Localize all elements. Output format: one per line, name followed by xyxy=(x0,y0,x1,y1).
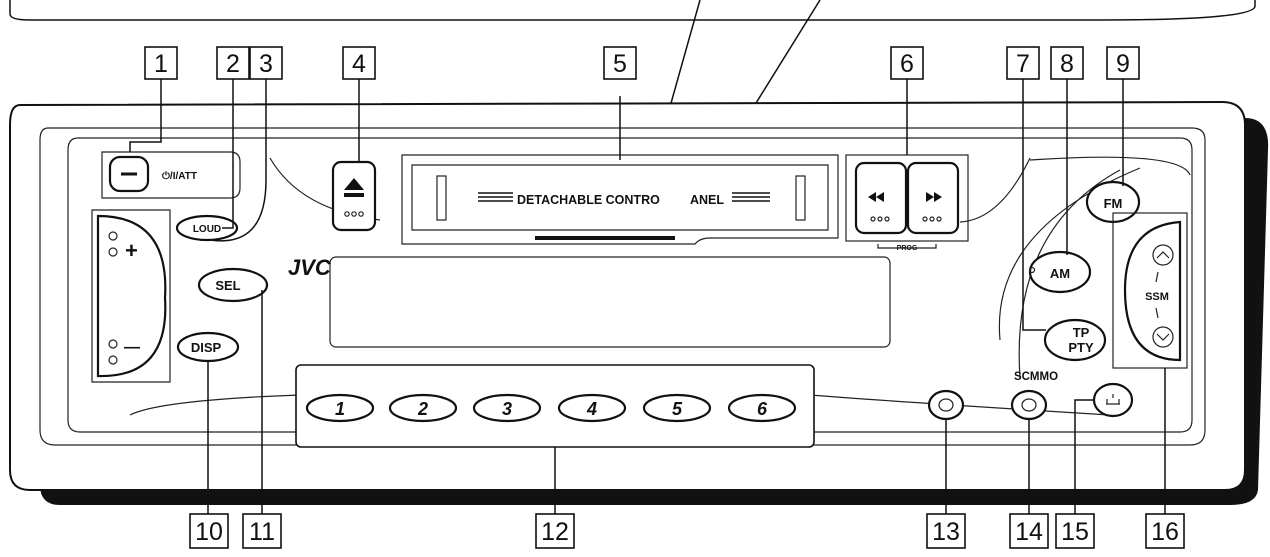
volume-frame xyxy=(91,209,171,383)
callout-8: 8 xyxy=(1060,50,1074,78)
callout-5: 5 xyxy=(613,50,627,78)
preset-button-6[interactable] xyxy=(727,393,797,423)
detachable-panel-inner xyxy=(411,164,829,231)
detachable-panel-frame xyxy=(401,154,839,245)
ssm-label: SSM xyxy=(1145,291,1169,303)
callout-6: 6 xyxy=(900,50,914,78)
callout-4: 4 xyxy=(352,50,366,78)
preset-button-5[interactable] xyxy=(642,393,712,423)
power-att-label: ⏻/I/ATT xyxy=(162,170,197,182)
faceplate-inner xyxy=(67,137,1193,433)
brand-logo: JVC xyxy=(288,255,332,280)
disp-label: DISP xyxy=(191,340,222,355)
callout-4-box xyxy=(342,46,376,80)
scm-mo-button[interactable] xyxy=(1010,389,1048,421)
prog-label: PROG xyxy=(897,245,918,252)
tp-pty-button[interactable] xyxy=(1043,318,1107,362)
cassette-slot xyxy=(535,236,675,240)
callout-9: 9 xyxy=(1116,50,1130,78)
top-frame-line xyxy=(9,0,1256,21)
button-13[interactable] xyxy=(927,389,965,421)
sel-label: SEL xyxy=(215,278,240,293)
callout-10-box xyxy=(189,513,229,549)
callout-13: 13 xyxy=(932,518,960,546)
callout-1: 1 xyxy=(154,50,168,78)
hatch-left xyxy=(478,192,513,202)
volume-plus-label: + xyxy=(125,238,138,263)
volume-minus-label: — xyxy=(124,339,140,356)
release-button[interactable] xyxy=(1092,382,1134,418)
callout-15: 15 xyxy=(1061,518,1089,546)
preset-label-3: 3 xyxy=(502,399,512,419)
preset-label-2: 2 xyxy=(417,399,428,419)
rewind-icon xyxy=(868,192,884,202)
fast-forward-icon xyxy=(926,192,942,202)
preset-buttons: 1 2 3 4 5 6 xyxy=(305,393,797,423)
callout-11-box xyxy=(242,513,282,549)
preset-label-1: 1 xyxy=(335,399,345,419)
callout-14-box xyxy=(1009,513,1049,549)
callout-14: 14 xyxy=(1015,518,1043,546)
ssm-rocker[interactable] xyxy=(1123,220,1182,362)
callout-3-box xyxy=(249,46,283,80)
callout-8-box xyxy=(1050,46,1084,80)
callout-7-box xyxy=(1006,46,1040,80)
callout-12: 12 xyxy=(541,518,569,546)
pty-label: PTY xyxy=(1068,340,1094,355)
release-icon xyxy=(1106,394,1120,405)
faceplate-outer xyxy=(39,127,1206,446)
callout-16: 16 xyxy=(1151,518,1179,546)
am-label: AM xyxy=(1050,266,1070,281)
hatch-right xyxy=(732,192,770,202)
ssm-down-icon xyxy=(1152,326,1174,348)
preset-button-2[interactable] xyxy=(388,393,458,423)
callout-5-box xyxy=(603,46,637,80)
main-display xyxy=(329,256,891,348)
callout-16-box xyxy=(1145,513,1185,549)
detachable-panel-label: DETACHABLE CONTRO xyxy=(517,193,660,207)
fm-label: FM xyxy=(1104,196,1123,211)
right-arc-2 xyxy=(1018,169,1121,379)
callout-7: 7 xyxy=(1016,50,1030,78)
callout-9-box xyxy=(1106,46,1140,80)
ssm-frame xyxy=(1112,212,1188,369)
tp-label: TP xyxy=(1073,325,1090,340)
preset-label-6: 6 xyxy=(757,399,768,419)
loud-label: LOUD xyxy=(193,224,221,235)
callout-1-box xyxy=(144,46,178,80)
callout-15-box xyxy=(1055,513,1095,549)
callout-10: 10 xyxy=(195,518,223,546)
detachable-panel-label-2: ANEL xyxy=(690,193,724,207)
preset-button-4[interactable] xyxy=(557,393,627,423)
callout-11: 11 xyxy=(249,518,275,546)
scm-mo-label: SCMMO xyxy=(1014,371,1058,383)
faceplate-curve-top-right xyxy=(1029,156,1191,176)
preset-label-5: 5 xyxy=(672,399,683,419)
preset-button-1[interactable] xyxy=(305,393,375,423)
faceplate-curve-bottom-left xyxy=(129,394,301,416)
callout-13-box xyxy=(926,513,966,549)
preset-label-4: 4 xyxy=(586,399,597,419)
callout-12-box xyxy=(535,513,575,549)
callout-2: 2 xyxy=(226,50,240,78)
preset-button-3[interactable] xyxy=(472,393,542,423)
callout-2-box xyxy=(216,46,250,80)
fast-forward-button[interactable] xyxy=(906,161,960,235)
callout-3: 3 xyxy=(259,50,273,78)
eject-icon xyxy=(344,178,364,190)
callout-6-box xyxy=(890,46,924,80)
ssm-up-icon xyxy=(1152,244,1174,266)
sel-button[interactable] xyxy=(197,267,269,303)
